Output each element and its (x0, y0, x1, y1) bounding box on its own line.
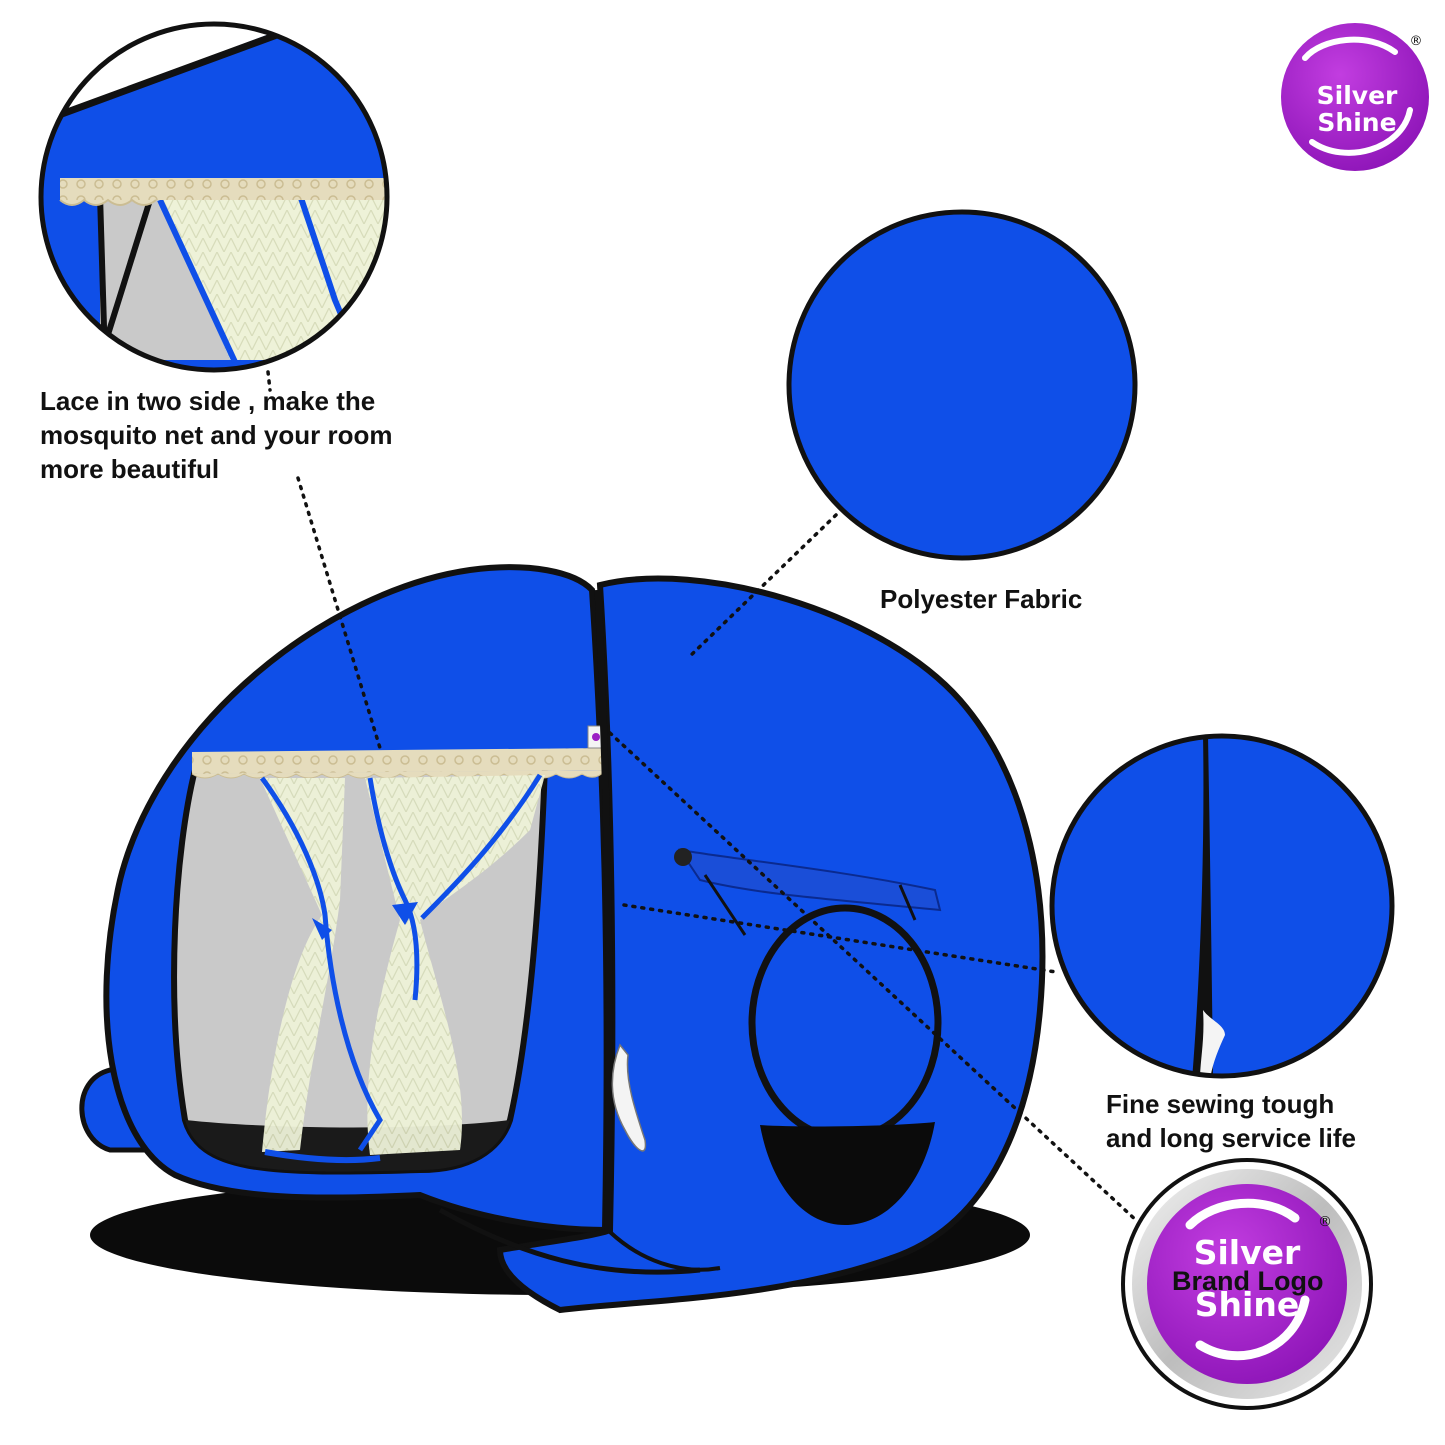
callout-fabric: Polyester Fabric (880, 582, 1082, 616)
callout-brand-logo-line: Brand Logo (1172, 1266, 1324, 1296)
zoom-detail-sewing (1049, 733, 1395, 1079)
callout-lace-line: mosquito net and your room (40, 420, 393, 450)
callout-lace: Lace in two side , make the mosquito net… (40, 384, 392, 486)
callout-sewing-line: Fine sewing tough (1106, 1089, 1335, 1119)
top-logo-text-line2: Shine (1317, 108, 1396, 137)
tent-illustration (79, 564, 1046, 1314)
callout-fabric-line: Polyester Fabric (880, 584, 1083, 614)
zoom-detail-logo: Silver Shine ® (1121, 1158, 1373, 1410)
logo-text-line2: Shine (1195, 1285, 1299, 1324)
callout-sewing: Fine sewing tough and long service life (1106, 1087, 1356, 1155)
zoom-detail-fabric (786, 209, 1138, 561)
leader-lace (296, 476, 382, 750)
callout-brand-logo: Brand Logo (1172, 1264, 1323, 1298)
leader-logo (608, 731, 1140, 1224)
leader-lace-top (266, 370, 272, 392)
callout-lace-line: Lace in two side , make the (40, 386, 376, 416)
top-logo-text-line1: Silver (1317, 81, 1398, 110)
leader-lines (266, 370, 1140, 1224)
leader-fabric (686, 513, 838, 660)
logo-text-line1: Silver (1194, 1233, 1301, 1272)
top-brand-logo: Silver Shine ® (1281, 23, 1429, 171)
callout-sewing-line: and long service life (1106, 1123, 1356, 1153)
zoom-detail-lace (38, 21, 390, 373)
callout-lace-line: more beautiful (40, 454, 220, 484)
leader-sewing (622, 903, 1058, 974)
top-registered-mark: ® (1410, 34, 1423, 49)
registered-mark: ® (1318, 1214, 1332, 1230)
